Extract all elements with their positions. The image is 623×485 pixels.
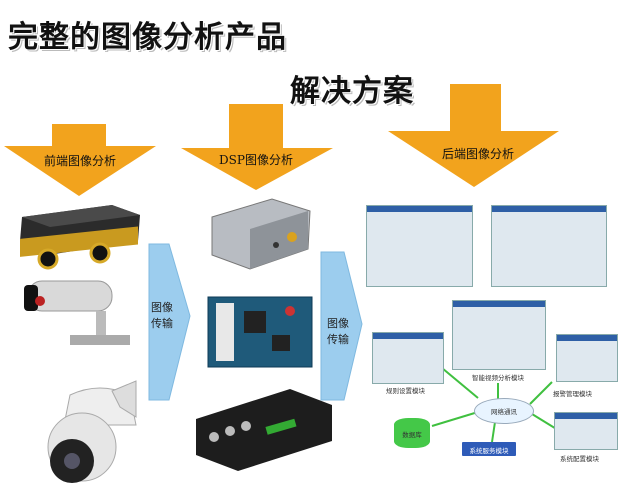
transfer-arrow-1-shape — [148, 243, 191, 401]
transfer-label-2-line1: 图像 — [327, 317, 349, 330]
front-end-arrow-shape — [4, 124, 156, 196]
software-screenshot-2 — [491, 205, 607, 287]
screenshot-2-titlebar — [492, 206, 606, 212]
front-end-devices — [20, 205, 140, 483]
service-module-label: 系统服务模块 — [469, 447, 509, 455]
video-server-image — [196, 389, 332, 471]
database-label: 数据库 — [402, 431, 422, 439]
transfer-label-1: 图像 传输 — [151, 300, 173, 332]
orange-arrows — [4, 84, 559, 196]
screenshot-1-titlebar — [367, 206, 472, 212]
transfer-arrow-2-shape — [320, 251, 363, 401]
alarm-module-label: 报警管理模块 — [553, 390, 592, 398]
bullet-camera-image — [24, 280, 130, 345]
config-module-label: 系统配置模块 — [560, 455, 599, 463]
encoder-box-image — [211, 198, 311, 270]
ptz-dome-camera-image — [47, 380, 137, 483]
transfer-label-1-line1: 图像 — [151, 301, 173, 314]
transfer-label-2-line2: 传输 — [327, 333, 349, 346]
dsp-label: DSP图像分析 — [219, 153, 293, 167]
smart-module-window — [452, 300, 546, 370]
network-label: 网络通讯 — [491, 408, 517, 416]
database-node: 数据库 — [394, 418, 430, 448]
config-module-window — [554, 412, 618, 450]
transfer-label-1-line2: 传输 — [151, 317, 173, 330]
back-end-label: 后端图像分析 — [441, 147, 514, 161]
rule-module-label: 规则设置模块 — [386, 387, 425, 395]
title-line-1: 完整的图像分析产品 — [8, 20, 287, 55]
transfer-label-2: 图像 传输 — [327, 316, 349, 348]
alarm-module-window — [556, 334, 618, 382]
dsp-board-image — [207, 296, 313, 368]
software-screenshot-1 — [366, 205, 473, 287]
dual-lens-camera-image — [20, 205, 140, 270]
front-end-label: 前端图像分析 — [43, 154, 116, 168]
dsp-arrow-shape — [181, 104, 333, 190]
title-line-2: 解决方案 — [290, 74, 414, 109]
rule-module-window — [372, 332, 444, 384]
dsp-devices — [196, 198, 332, 471]
network-node: 网络通讯 — [474, 398, 534, 424]
service-module-node: 系统服务模块 — [462, 442, 516, 456]
smart-module-label: 智能视频分析模块 — [472, 374, 524, 382]
back-end-arrow-shape — [388, 84, 559, 187]
